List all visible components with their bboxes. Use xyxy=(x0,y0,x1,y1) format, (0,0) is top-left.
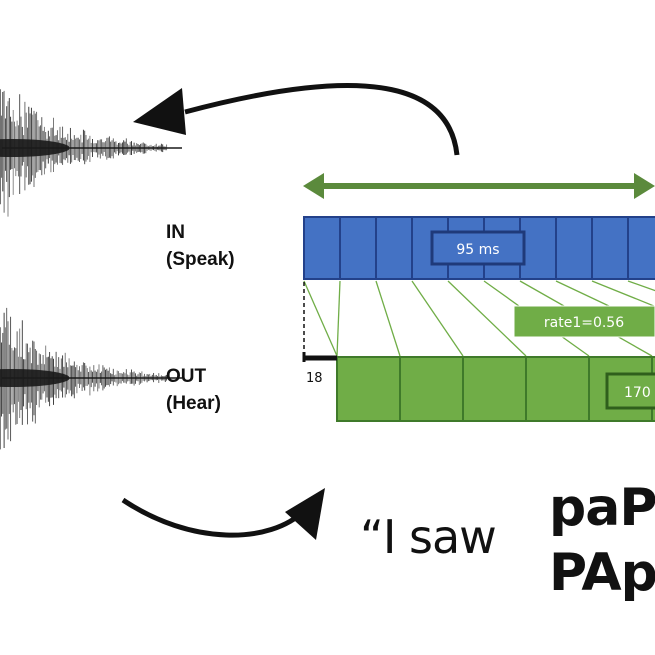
out-duration-label: 170 xyxy=(624,385,651,401)
in-duration-box xyxy=(430,230,526,266)
feedback-arrow-bottom xyxy=(121,497,307,538)
stretch-line xyxy=(303,280,338,357)
stretch-line xyxy=(411,280,464,357)
in-subtitle: (Speak) xyxy=(166,249,235,270)
rate-box xyxy=(513,305,655,338)
out-subtitle: (Hear) xyxy=(166,393,221,414)
stretch-line xyxy=(591,280,655,308)
out-label: OUT (Hear) xyxy=(166,363,221,417)
hear-strip-bg xyxy=(336,356,655,422)
in-title: IN xyxy=(166,222,185,243)
stretch-line xyxy=(447,280,527,357)
duration-double-arrow xyxy=(303,173,655,199)
offset-value: 18 xyxy=(306,371,323,386)
out-duration-box xyxy=(605,372,655,410)
stretch-line xyxy=(336,280,341,357)
stretch-line xyxy=(375,280,401,357)
offset-bracket xyxy=(302,352,337,362)
feedback-arrowhead-top xyxy=(133,88,186,135)
hear-waveform xyxy=(0,307,182,450)
speak-waveform xyxy=(0,89,182,217)
out-title: OUT xyxy=(166,366,207,387)
sentence-word-2: PAp xyxy=(549,543,655,603)
sentence-word-1: paP xyxy=(549,478,655,538)
feedback-arrowhead-bottom xyxy=(285,488,325,540)
in-label: IN (Speak) xyxy=(166,219,235,273)
hear-segment-strip xyxy=(336,356,655,422)
feedback-arrow-top xyxy=(184,83,460,156)
in-duration-label: 95 ms xyxy=(456,242,499,258)
sentence-quote: “I saw xyxy=(360,510,497,564)
rate-label: rate1=0.56 xyxy=(544,315,624,331)
